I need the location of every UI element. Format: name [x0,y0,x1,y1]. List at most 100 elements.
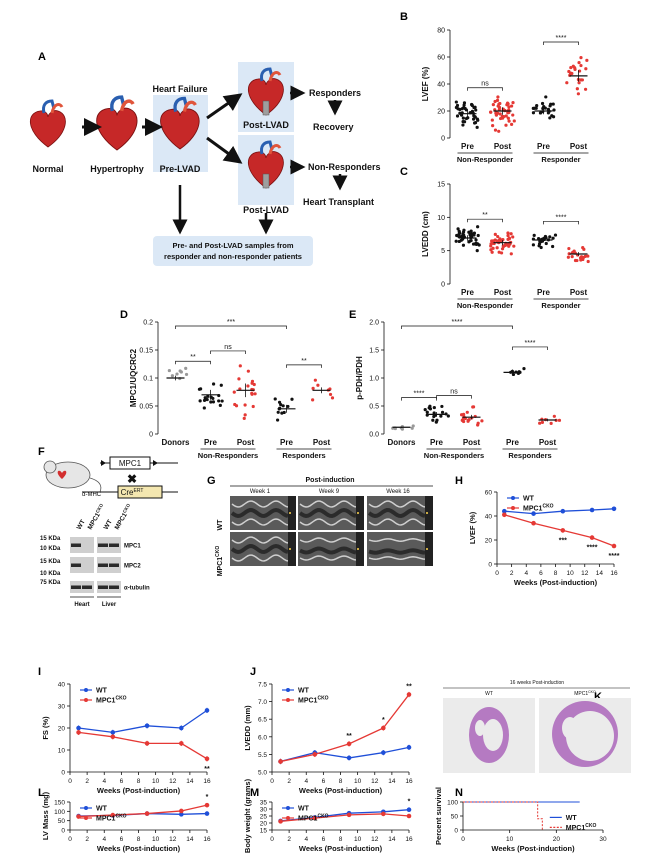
arrow-to-nonresponder [206,136,243,164]
data-point [425,410,429,414]
y-tick-label: 35 [260,800,268,807]
data-point [406,692,412,697]
x-tick-label: 10 [567,570,575,577]
data-point [175,372,179,376]
data-point [218,403,222,407]
data-point [589,507,595,513]
y-tick-label: 0 [149,432,153,439]
data-point [573,67,577,72]
y-tick-label: 80 [437,28,445,35]
echo-trace [368,548,426,555]
panel-k-letter: K [594,691,602,703]
data-point [551,236,555,240]
echo-trace [299,518,357,526]
data-point [491,239,495,243]
mpc1-gene-box [109,456,151,470]
data-point [476,225,480,229]
data-point [219,383,223,387]
data-point [428,407,433,411]
significance-label: *** [559,537,567,544]
data-point [586,259,590,264]
y-tick-label: 10 [58,748,66,755]
data-point [522,367,526,371]
data-point [198,399,202,403]
lane-label: WT [103,519,114,531]
y-axis-label: LV Mass (mg) [41,791,50,840]
significance-label: **** [556,35,567,42]
category-label: Pre [506,438,519,447]
y-tick-label: 0 [454,828,458,835]
legend-marker [84,806,88,810]
data-point [454,239,458,243]
data-point [472,233,476,237]
data-point [512,119,516,123]
histology-cko: MPC1CKO [574,690,596,697]
y-tick-label: 15 [437,182,445,189]
category-label: Post [570,288,588,297]
y-tick-label: 2.0 [369,320,379,327]
svg-text:H: H [455,475,463,487]
data-point [411,424,415,428]
samples-line-2: responder and non-responder patients [164,252,302,261]
x-tick-label: 16 [203,778,211,785]
band-label: α-tubulin [124,586,150,592]
y-tick-label: 6.0 [258,734,267,741]
data-point [507,119,511,123]
stage-hypertrophy: Hypertrophy [90,164,144,174]
legend-marker [286,806,290,810]
category-label: Donors [162,438,191,447]
legend-label: WT [298,806,310,813]
kda-label: 15 KDa [40,559,61,565]
legend-label: WT [298,688,310,695]
echo-marker [357,512,359,514]
panel-k: K 16 weeks Post-induction WT MPC1CKO [443,680,631,773]
data-point [538,111,543,115]
data-point [511,235,515,239]
data-point [461,123,465,127]
data-point [328,392,333,397]
histology-wt: WT [485,691,493,697]
x-tick-label: 30 [599,836,607,843]
data-point [250,392,254,396]
significance-bracket [175,360,211,365]
mpc1-gene-label: MPC1 [119,459,142,468]
data-point [474,241,478,245]
kda-label: 75 KDa [40,580,61,586]
data-point [496,234,500,239]
y-tick-label: 0.15 [139,348,153,355]
data-point [476,233,480,238]
y-tick-label: 0 [61,770,65,777]
data-point [311,386,315,390]
stage-post-lvad-2: Post-LVAD [243,205,289,215]
data-point [489,244,493,248]
samples-line-1: Pre- and Post-LVAD samples from [173,241,294,250]
legend-label: WT [523,496,535,503]
data-point [509,232,513,236]
echo-trace [368,556,426,560]
y-tick-label: 40 [485,514,493,521]
significance-label: **** [452,319,463,326]
y-tick-label: 100 [447,800,458,807]
y-axis-label: Body weight (grams) [243,778,252,853]
data-point [277,400,282,404]
data-point [611,543,617,549]
y-tick-label: 5 [441,248,445,255]
significance-label: ** [346,733,352,740]
significance-label: **** [556,214,567,221]
data-point [313,378,317,382]
data-point [552,414,556,418]
y-axis-label: LVEF (%) [468,511,477,544]
x-tick-label: 8 [554,570,558,577]
kda-label: 10 KDa [40,546,61,552]
data-point [346,755,352,761]
data-point [286,404,290,409]
data-point [346,812,352,818]
group-label: Non-Responders [424,451,484,460]
x-tick-label: 2 [287,836,291,843]
data-point [381,750,386,755]
